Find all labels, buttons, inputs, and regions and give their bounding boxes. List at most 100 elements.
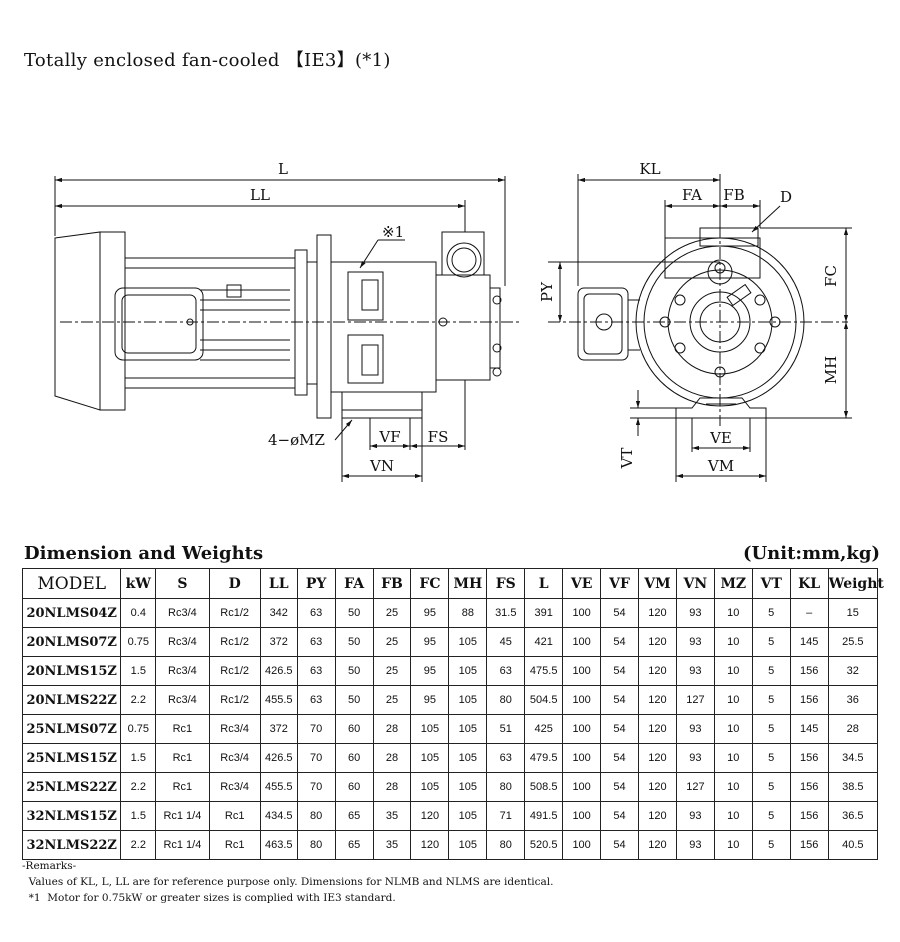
- column-header-kw: kW: [120, 568, 157, 599]
- table-cell-mh: 105: [448, 743, 488, 773]
- table-cell-kl: 156: [789, 743, 829, 773]
- table-cell-weight: 34.5: [827, 743, 879, 773]
- table-cell-s: Rc3/4: [155, 685, 210, 715]
- table-cell-l: 475.5: [524, 656, 564, 686]
- table-cell-vf: 54: [600, 714, 639, 744]
- table-cell-kl: 156: [789, 685, 829, 715]
- dim-label-d: D: [780, 188, 792, 206]
- front-view: [548, 174, 852, 482]
- column-header-kl: KL: [789, 568, 829, 599]
- table-cell-s: Rc1: [155, 743, 210, 773]
- table-cell-kl: 156: [789, 656, 829, 686]
- table-cell-fb: 25: [372, 685, 412, 715]
- table-cell-fb: 28: [372, 743, 412, 773]
- table-cell-l: 491.5: [524, 801, 564, 831]
- table-cell-l: 504.5: [524, 685, 564, 715]
- table-cell-mh: 105: [448, 772, 488, 802]
- table-cell-s: Rc1: [155, 772, 210, 802]
- table-cell-fc: 95: [410, 685, 450, 715]
- table-cell-ve: 100: [562, 830, 602, 860]
- table-cell-vt: 5: [751, 627, 791, 657]
- table-cell-s: Rc3/4: [155, 656, 210, 686]
- model-cell: 20NLMS22Z: [21, 685, 122, 715]
- column-header-mh: MH: [448, 568, 488, 599]
- table-cell-d: Rc3/4: [208, 714, 261, 744]
- dim-label-vm: VM: [707, 457, 734, 475]
- table-cell-fs: 80: [486, 830, 526, 860]
- dim-label-l: L: [278, 160, 288, 178]
- table-cell-kw: 2.2: [120, 830, 157, 860]
- model-cell: 32NLMS15Z: [21, 801, 122, 831]
- table-cell-fc: 120: [410, 801, 450, 831]
- table-cell-vf: 54: [600, 830, 639, 860]
- table-cell-ll: 342: [259, 598, 298, 628]
- table-cell-fb: 25: [372, 656, 412, 686]
- table-cell-d: Rc1: [208, 830, 261, 860]
- table-cell-ll: 372: [259, 627, 298, 657]
- dim-label-ve: VE: [709, 429, 732, 447]
- table-cell-vm: 120: [638, 685, 677, 715]
- table-cell-weight: 28: [827, 714, 879, 744]
- column-header-weight: Weight: [827, 568, 884, 599]
- table-cell-weight: 32: [827, 656, 879, 686]
- column-header-fc: FC: [410, 568, 450, 599]
- table-cell-ve: 100: [562, 598, 602, 628]
- pump-dimension-drawing: L LL ※1 4−øMZ VF FS VN KL FA FB D PY FC …: [54, 160, 852, 482]
- table-cell-vt: 5: [751, 656, 791, 686]
- dim-label-4mz: 4−øMZ: [268, 431, 325, 449]
- table-cell-py: 80: [296, 801, 336, 831]
- table-cell-fs: 45: [486, 627, 526, 657]
- dim-label-fc: FC: [822, 265, 840, 287]
- table-cell-vm: 120: [638, 714, 677, 744]
- table-cell-vm: 120: [638, 743, 677, 773]
- table-cell-mh: 105: [448, 830, 488, 860]
- table-cell-vt: 5: [751, 801, 791, 831]
- table-cell-vn: 93: [675, 801, 715, 831]
- table-cell-kw: 0.75: [120, 627, 157, 657]
- table-cell-weight: 25.5: [827, 627, 879, 657]
- table-cell-l: 520.5: [524, 830, 564, 860]
- table-cell-ve: 100: [562, 714, 602, 744]
- column-header-fs: FS: [486, 568, 526, 599]
- table-cell-kl: 156: [789, 772, 829, 802]
- table-cell-vn: 93: [675, 830, 715, 860]
- table-cell-kw: 1.5: [120, 743, 157, 773]
- table-cell-mh: 105: [448, 656, 488, 686]
- table-cell-fb: 25: [372, 598, 412, 628]
- table-cell-fa: 60: [334, 772, 374, 802]
- table-cell-s: Rc3/4: [155, 627, 210, 657]
- table-cell-ll: 426.5: [259, 743, 298, 773]
- table-cell-fa: 60: [334, 743, 374, 773]
- table-cell-weight: 15: [827, 598, 879, 628]
- table-cell-vf: 54: [600, 656, 639, 686]
- table-cell-vm: 120: [638, 598, 677, 628]
- table-cell-mh: 105: [448, 627, 488, 657]
- table-cell-mz: 10: [713, 627, 753, 657]
- table-cell-py: 70: [296, 743, 336, 773]
- remarks: -Remarks- Values of KL, L, LL are for re…: [22, 858, 554, 906]
- table-cell-fa: 50: [334, 598, 374, 628]
- table-cell-d: Rc1/2: [208, 627, 261, 657]
- column-header-d: D: [208, 568, 261, 599]
- table-cell-kl: 156: [789, 801, 829, 831]
- table-cell-fb: 35: [372, 830, 412, 860]
- table-cell-vm: 120: [638, 627, 677, 657]
- table-cell-fc: 120: [410, 830, 450, 860]
- table-cell-kw: 1.5: [120, 801, 157, 831]
- column-header-ve: VE: [562, 568, 602, 599]
- table-cell-fc: 95: [410, 598, 450, 628]
- table-cell-fc: 95: [410, 627, 450, 657]
- table-cell-ll: 372: [259, 714, 298, 744]
- table-cell-fs: 80: [486, 772, 526, 802]
- table-cell-weight: 36: [827, 685, 879, 715]
- table-cell-fb: 35: [372, 801, 412, 831]
- table-cell-vt: 5: [751, 772, 791, 802]
- column-header-l: L: [524, 568, 564, 599]
- table-cell-mz: 10: [713, 685, 753, 715]
- table-cell-py: 63: [296, 598, 336, 628]
- table-cell-vn: 127: [675, 685, 715, 715]
- table-cell-d: Rc1/2: [208, 685, 261, 715]
